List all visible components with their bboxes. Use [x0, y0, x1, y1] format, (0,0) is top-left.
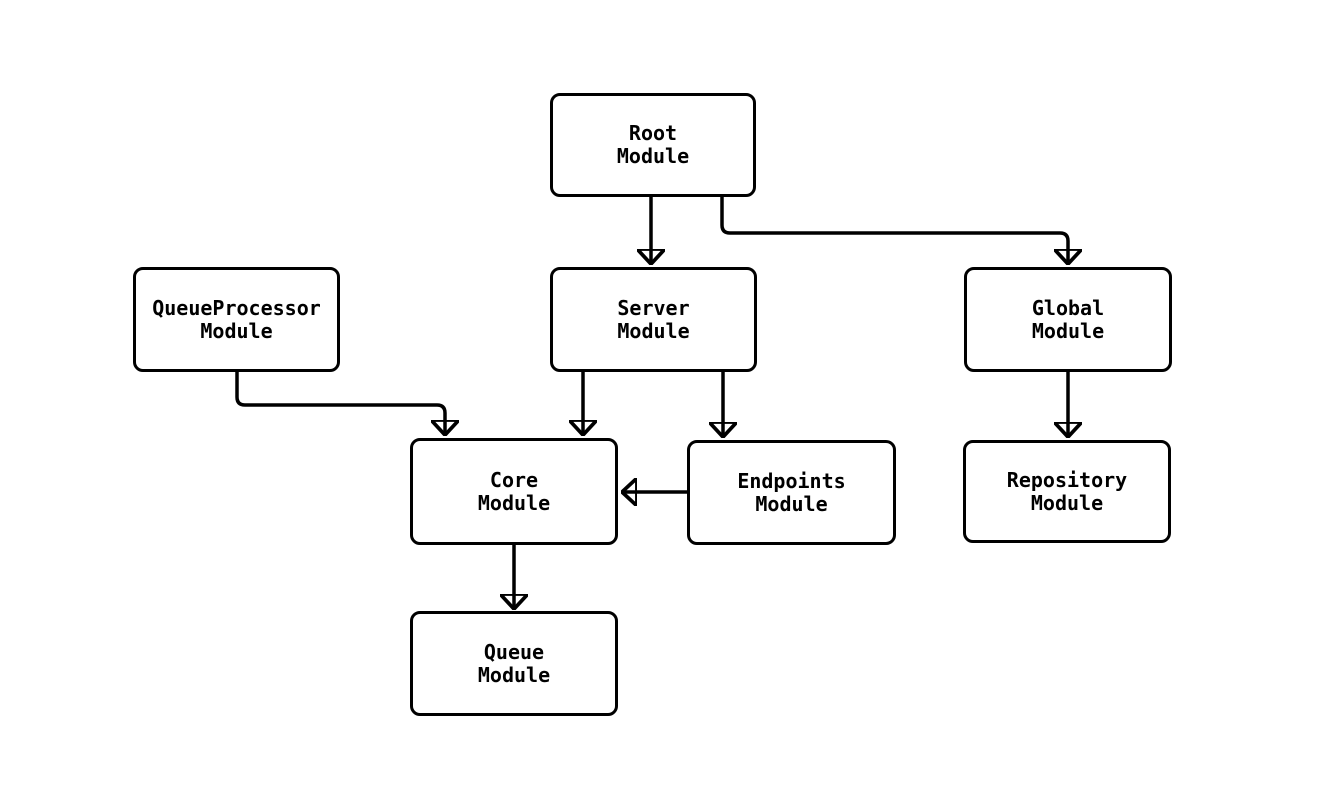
- node-root-module: Root Module: [550, 93, 756, 197]
- node-repository-module: Repository Module: [963, 440, 1171, 543]
- node-global-module: Global Module: [964, 267, 1172, 372]
- node-queue-module: Queue Module: [410, 611, 618, 716]
- node-label: Queue Module: [477, 639, 551, 687]
- node-label: Core Module: [477, 467, 551, 515]
- node-endpoints-module: Endpoints Module: [687, 440, 896, 545]
- edge-queueprocessor-core: [235, 371, 445, 435]
- node-label: QueueProcessor Module: [152, 295, 321, 343]
- node-label: Endpoints Module: [737, 468, 846, 516]
- node-core-module: Core Module: [410, 438, 618, 545]
- node-label: Repository Module: [1006, 467, 1128, 515]
- edge-root-global: [720, 197, 1068, 264]
- node-server-module: Server Module: [550, 267, 757, 372]
- node-label: Root Module: [616, 121, 690, 168]
- node-queueprocessor-module: QueueProcessor Module: [133, 267, 340, 372]
- node-label: Server Module: [617, 295, 690, 343]
- node-label: Global Module: [1031, 295, 1105, 343]
